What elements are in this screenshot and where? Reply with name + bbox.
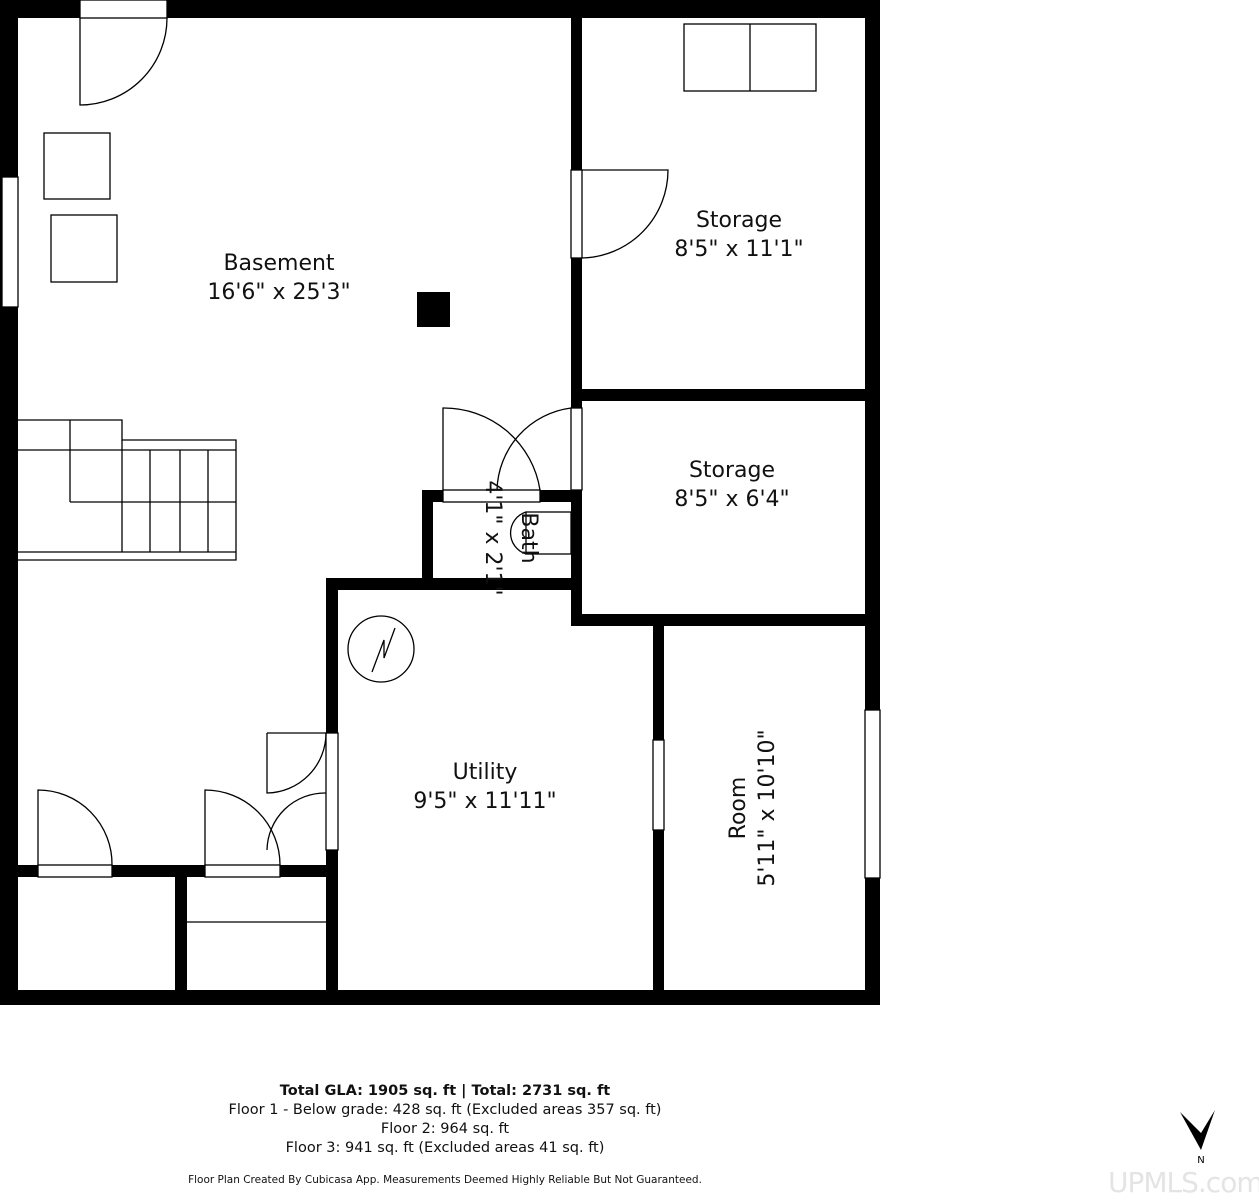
water-heater-icon [347,615,415,683]
room-dims-bath: 4'1" x 2'1" [480,480,505,595]
room-name-storage: Storage [689,458,775,483]
column [417,292,450,327]
floor-3-area: Floor 3: 941 sq. ft (Excluded areas 41 s… [285,1140,605,1156]
door-swing [581,169,669,259]
north-arrow-icon [1180,1110,1215,1150]
room-name-storage: Storage [696,208,782,233]
room-dims-storage: 8'5" x 6'4" [674,487,789,512]
watermark: UPMLS.com [1108,1166,1259,1199]
disclaimer: Floor Plan Created By Cubicasa App. Meas… [188,1174,702,1186]
room-name-utility: Utility [453,760,518,785]
appliance [43,132,111,200]
area-totals: Total GLA: 1905 sq. ft | Total: 2731 sq.… [279,1083,611,1099]
door-swing [442,407,541,491]
room-dims-basement: 16'6" x 25'3" [207,280,350,305]
window [1,176,19,308]
compass-label: N [1197,1155,1204,1166]
floor-1-area: Floor 1 - Below grade: 428 sq. ft (Exclu… [228,1102,662,1118]
room-dims-room: 5'11" x 10'10" [755,729,780,886]
fixtures [1,0,881,923]
room-name-bath: Bath [516,512,541,563]
room-name-basement: Basement [223,251,334,276]
walls [0,0,880,1005]
door-swing [79,17,168,106]
room-dims-utility: 9'5" x 11'11" [413,789,556,814]
appliance [50,214,118,283]
floor-2-area: Floor 2: 964 sq. ft [380,1121,510,1137]
room-dims-storage: 8'5" x 11'1" [674,237,803,262]
room-name-room: Room [726,777,751,840]
